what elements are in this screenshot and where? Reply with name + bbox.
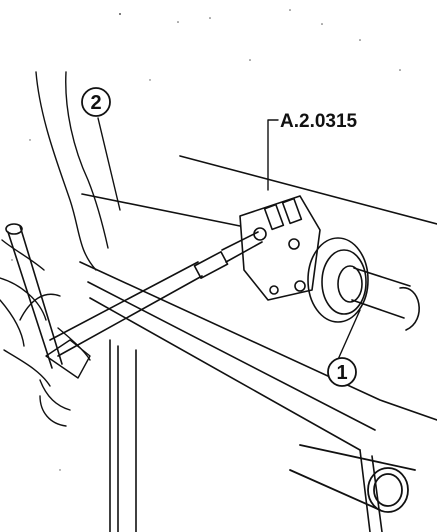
callout-2-label: 2 [90,92,101,114]
callout-1-label: 1 [336,362,347,384]
paper-speckle [11,9,401,471]
leader-line-2 [97,117,121,211]
callout-2-circle [81,87,111,117]
t-handle-wrench [5,223,263,369]
tool-code-label: A.2.0315 [280,111,358,132]
round-bar [289,444,416,513]
workbench [79,155,437,532]
callout-2: 2 [81,87,111,117]
leader-line-1 [335,309,361,365]
hand-drawing [0,71,109,427]
leader-lines [97,117,361,365]
callout-1-circle [327,357,357,387]
joint-assembly [239,195,420,331]
callout-1: 1 [327,357,357,387]
leader-line-tool [267,119,279,191]
